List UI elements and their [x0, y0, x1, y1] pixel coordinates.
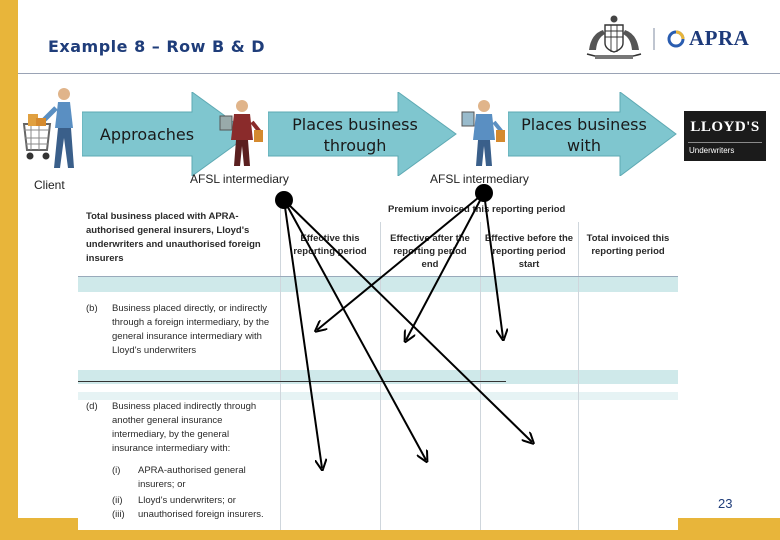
- accent-bar-left: [0, 0, 18, 540]
- flow-arrow-approaches: Approaches: [82, 92, 252, 176]
- apra-logo: APRA: [667, 26, 749, 51]
- flow-arrow-places-with: Places business with: [508, 92, 678, 176]
- lloyds-logo: LLOYD'S Underwriters: [684, 111, 766, 161]
- row-d-item-1-num: (i): [112, 465, 121, 476]
- row-d-item-1-text: APRA-authorised general insurers; or: [138, 465, 246, 490]
- form-excerpt: Total business placed with APRA-authoris…: [78, 194, 678, 530]
- apra-ring-icon: [667, 30, 685, 47]
- row-d-item-2-num: (ii): [112, 495, 123, 506]
- premium-header: Premium invoiced this reporting period: [388, 204, 566, 215]
- client-with-trolley-icon: [22, 88, 74, 168]
- client-label: Client: [34, 178, 65, 192]
- row-d-item-2-text: Lloyd's underwriters; or: [138, 495, 236, 506]
- slide-title: Example 8 – Row B & D: [48, 37, 266, 56]
- row-d-code: (d): [86, 401, 98, 412]
- intermediary-person-icon: [219, 100, 263, 166]
- logo-divider: [653, 28, 655, 50]
- form-band: [78, 276, 678, 292]
- title-divider: [18, 73, 780, 74]
- row-d-item-3-num: (iii): [112, 509, 125, 520]
- apra-logo-text: APRA: [689, 26, 750, 50]
- column-header-4: Total invoiced this reporting period: [586, 233, 670, 257]
- form-intro-label: Total business placed with APRA-authoris…: [86, 211, 261, 264]
- row-d-item-3-text: unauthorised foreign insurers.: [138, 509, 264, 520]
- form-band: [78, 392, 678, 400]
- row-b-text: Business placed directly, or indirectly …: [112, 303, 270, 356]
- lloyds-logo-name: LLOYD'S: [690, 119, 760, 135]
- afsl-intermediary-label-1: AFSL intermediary: [190, 172, 289, 186]
- row-b-code: (b): [86, 303, 98, 314]
- page-number: 23: [718, 496, 733, 511]
- intermediary-person-icon-2: [461, 100, 505, 166]
- afsl-intermediary-label-2: AFSL intermediary: [430, 172, 529, 186]
- commonwealth-crest-icon: [586, 15, 642, 59]
- arrow-label-places-through: Places business through: [292, 115, 418, 155]
- lloyds-logo-sub: Underwriters: [689, 146, 735, 155]
- row-d-text: Business placed indirectly through anoth…: [112, 401, 257, 454]
- column-header-3: Effective before the reporting period st…: [484, 233, 574, 270]
- arrow-label-places-with: Places business with: [521, 115, 647, 155]
- arrow-label-approaches: Approaches: [99, 125, 195, 144]
- column-header-2: Effective after the reporting period end: [390, 233, 470, 270]
- column-header-1: Effective this reporting period: [293, 233, 367, 257]
- flow-arrow-places-through: Places business through: [268, 92, 458, 176]
